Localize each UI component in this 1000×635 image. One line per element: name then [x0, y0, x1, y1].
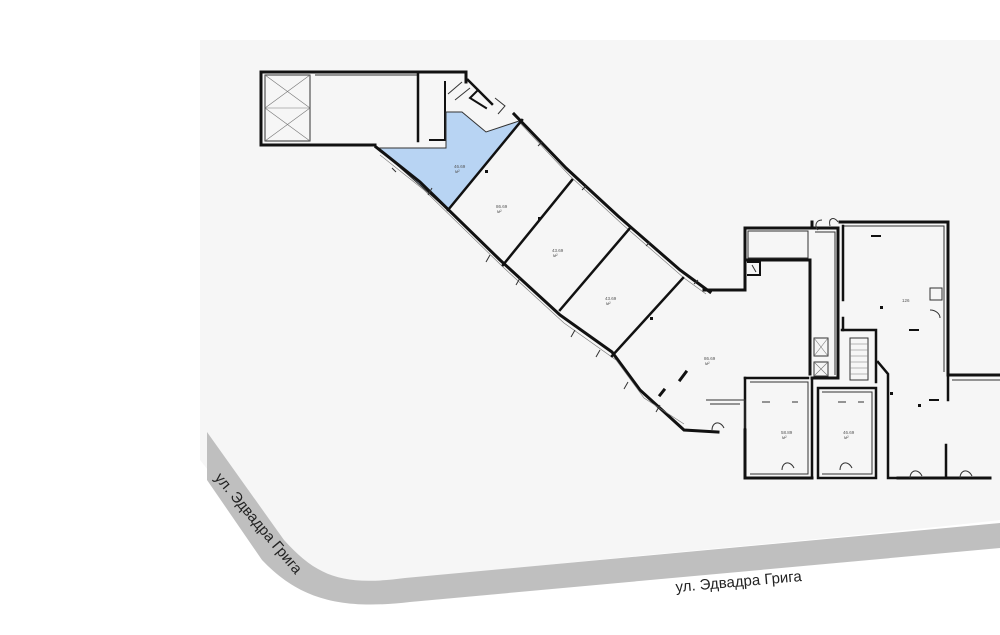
unit-3-area-unit: м²	[553, 253, 558, 258]
unit-6-area-unit: м²	[782, 435, 787, 440]
unit-2-area-unit: м²	[497, 209, 502, 214]
elevator	[813, 361, 829, 377]
unit-3[interactable]: 43.69 м²	[552, 248, 564, 258]
unit-7-area-unit: м²	[844, 435, 849, 440]
elevator	[813, 337, 829, 357]
unit-2-area-label: 86.69	[496, 204, 508, 209]
unit-8[interactable]: 126	[902, 298, 910, 303]
unit-3-area-label: 43.69	[552, 248, 564, 253]
diagonal-wing: 46.69 м² 86.69 м² 43.69 м² 43.69 м²	[373, 111, 720, 434]
unit-1-area-label: 46.69	[454, 164, 466, 169]
column	[890, 392, 893, 395]
unit-7[interactable]: 46.69 м²	[843, 430, 855, 440]
site-area	[200, 40, 1000, 587]
unit-4-area-label: 43.69	[605, 296, 617, 301]
unit-4[interactable]: 43.69 м²	[605, 296, 617, 306]
unit-2[interactable]: 86.69 м²	[496, 204, 508, 214]
column	[485, 170, 488, 173]
unit-6-area-label: 58.89	[781, 430, 793, 435]
column	[918, 404, 921, 407]
stair-block	[259, 70, 506, 147]
unit-5-area-label: 86.69	[704, 356, 716, 361]
unit-1-area-unit: м²	[455, 169, 460, 174]
unit-4-area-unit: м²	[606, 301, 611, 306]
unit-8-area-label: 126	[902, 298, 910, 303]
road	[207, 432, 1000, 605]
unit-5-area-unit: м²	[705, 361, 710, 366]
unit-5[interactable]: 86.69 м²	[704, 356, 716, 366]
unit-6[interactable]: 58.89 м²	[781, 430, 793, 440]
column	[538, 217, 541, 220]
unit-7-area-label: 46.69	[843, 430, 855, 435]
column	[650, 317, 653, 320]
central-block: 86.69 м² 126	[657, 218, 1000, 480]
column	[880, 306, 883, 309]
